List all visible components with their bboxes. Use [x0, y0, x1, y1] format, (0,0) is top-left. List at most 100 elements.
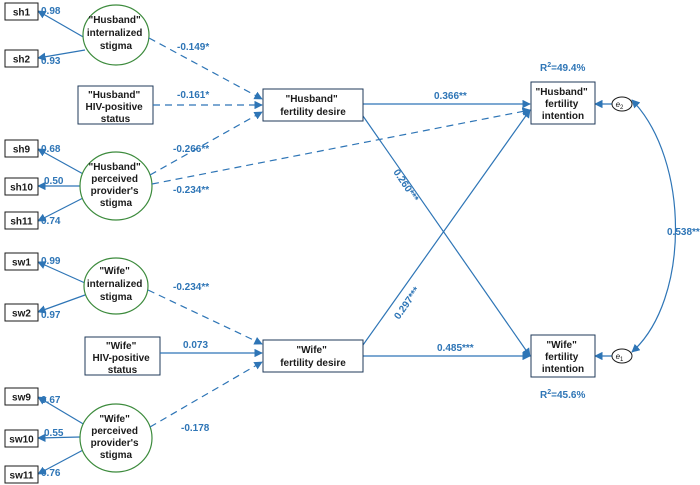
- indicator-label-sw1: sw1: [12, 258, 31, 269]
- latent-husband-internalized-stigma: [82, 4, 150, 66]
- coef-h-desire-to-h-intention: 0.366**: [434, 91, 467, 102]
- path-w-provider-to-w-desire: [149, 361, 263, 428]
- husband-internalized-stigma-measurement: sh1 sh2 0.98 0.93 "Husband" internalized…: [4, 2, 150, 68]
- indicator-label-sw10: sw10: [9, 435, 34, 446]
- indicator-box-sw11: [4, 465, 39, 484]
- latent-wife-internalized-stigma: [83, 257, 149, 315]
- loading-sw10: 0.55: [44, 428, 64, 439]
- latent-label-husband-internalized-stigma: "Husband" internalized stigma: [87, 15, 145, 52]
- coef-w-internalized-to-w-desire: -0.234**: [173, 282, 209, 293]
- path-w-desire-to-h-intention: [362, 109, 531, 346]
- indicator-label-sh9: sh9: [13, 145, 31, 156]
- coef-w-desire-to-w-intention: 0.485***: [437, 343, 474, 354]
- indicator-label-sh11: sh11: [10, 217, 33, 228]
- error-covariance-arc: [631, 99, 677, 353]
- structural-paths: [147, 37, 677, 428]
- indicator-label-sw9: sw9: [12, 393, 31, 404]
- indicator-box-sh11: [4, 211, 39, 230]
- husband-fertility-intention-group: "Husband" fertility intention: [530, 81, 596, 125]
- error-term-e2: e2: [611, 96, 633, 112]
- r-squared-husband-intention: R2=49.4%: [540, 62, 585, 74]
- latent-label-wife-internalized-stigma: "Wife" internalized stigma: [87, 266, 145, 303]
- loading-path-sh1: [37, 10, 86, 39]
- loading-path-sh11: [37, 196, 86, 222]
- error-ellipse-e2: [611, 96, 633, 112]
- loading-path-sw1: [37, 261, 86, 284]
- observed-label-husband-hiv-status: "Husband" HIV-positive status: [85, 90, 145, 125]
- latent-husband-provider-stigma: [79, 151, 153, 221]
- path-h-provider-to-h-desire: [149, 111, 263, 176]
- loading-path-sh9: [37, 148, 86, 176]
- indicator-label-sh10: sh10: [10, 183, 33, 194]
- coef-h-desire-to-w-intention: 0.260***: [391, 168, 421, 205]
- wife-hiv-status-group: "Wife" HIV-positive status: [84, 336, 161, 376]
- indicator-box-sh10: [4, 177, 39, 196]
- loading-path-sw10: [37, 433, 81, 443]
- indicator-box-sh2: [4, 49, 39, 68]
- loading-sh2: 0.93: [41, 56, 61, 67]
- observed-husband-fertility-intention: [530, 81, 596, 125]
- loading-sh10: 0.50: [44, 176, 64, 187]
- r-squared-wife-intention: R2=45.6%: [540, 389, 585, 401]
- indicator-box-sw2: [4, 303, 39, 322]
- observed-wife-hiv-status: [84, 336, 161, 376]
- loading-path-sw2: [37, 294, 86, 314]
- path-h-desire-to-w-intention: [362, 115, 531, 357]
- loading-sh9: 0.68: [41, 144, 61, 155]
- error-label-e1: e1: [616, 352, 624, 363]
- observed-husband-fertility-desire: [262, 88, 364, 122]
- observed-label-wife-hiv-status: "Wife" HIV-positive status: [92, 341, 152, 376]
- observed-label-husband-fertility-desire: "Husband" fertility desire: [280, 94, 346, 118]
- wife-internalized-stigma-measurement: sw1 sw2 0.99 0.97 "Wife" internalized st…: [4, 252, 149, 322]
- coef-w-desire-to-h-intention: 0.297***: [392, 285, 422, 321]
- indicator-box-sh9: [4, 139, 39, 158]
- observed-label-wife-fertility-intention: "Wife" fertility intention: [542, 340, 584, 375]
- path-w-internalized-to-w-desire: [147, 289, 263, 345]
- indicator-box-sh1: [4, 2, 39, 21]
- observed-wife-fertility-intention: [530, 334, 596, 378]
- coef-h-hiv-to-h-desire: -0.161*: [177, 90, 209, 101]
- indicator-label-sw11: sw11: [10, 471, 34, 482]
- loading-path-sw11: [37, 448, 86, 475]
- indicator-box-sw10: [4, 429, 39, 448]
- indicator-label-sw2: sw2: [12, 309, 31, 320]
- wife-fertility-intention-group: "Wife" fertility intention: [530, 334, 596, 378]
- wife-provider-stigma-measurement: sw9 sw10 sw11 0.67 0.55 0.76 "Wife" perc…: [4, 387, 153, 484]
- error-ellipse-e1: [611, 348, 633, 364]
- indicator-box-sw9: [4, 387, 39, 406]
- observed-label-husband-fertility-intention: "Husband" fertility intention: [535, 87, 590, 122]
- indicator-label-sh1: sh1: [13, 8, 31, 19]
- latent-label-husband-provider-stigma: "Husband" perceived provider's stigma: [88, 162, 143, 209]
- error-term-e1: e1: [611, 348, 633, 364]
- coef-w-provider-to-w-desire: -0.178: [181, 423, 210, 434]
- observed-husband-hiv-status: [77, 85, 154, 125]
- loading-sh11: 0.74: [41, 216, 61, 227]
- husband-hiv-status-group: "Husband" HIV-positive status: [77, 85, 154, 125]
- r-squared-labels: R2=49.4% R2=45.6%: [540, 62, 585, 401]
- loading-path-sw9: [37, 396, 86, 426]
- loading-sw11: 0.76: [41, 468, 61, 479]
- indicator-label-sh2: sh2: [13, 55, 31, 66]
- husband-provider-stigma-measurement: sh9 sh10 sh11 0.68 0.50 0.74 "Husband" p…: [4, 139, 153, 230]
- observed-wife-fertility-desire: [262, 339, 364, 373]
- latent-wife-provider-stigma: [79, 403, 153, 473]
- husband-fertility-desire-group: "Husband" fertility desire: [262, 88, 364, 122]
- coef-error-covariance: 0.538**: [667, 227, 700, 238]
- loading-sw2: 0.97: [41, 310, 61, 321]
- coef-h-provider-to-h-intention: -0.234**: [173, 185, 209, 196]
- latent-label-wife-provider-stigma: "Wife" perceived provider's stigma: [91, 414, 142, 461]
- path-h-provider-to-h-intention: [151, 107, 531, 185]
- wife-fertility-desire-group: "Wife" fertility desire: [262, 339, 364, 373]
- error-label-e2: e2: [616, 100, 624, 111]
- coef-h-internalized-to-h-desire: -0.149*: [177, 42, 209, 53]
- observed-label-wife-fertility-desire: "Wife" fertility desire: [280, 345, 346, 369]
- coef-h-provider-to-h-desire: -0.266**: [173, 144, 209, 155]
- loading-sh1: 0.98: [41, 6, 61, 17]
- indicator-box-sw1: [4, 252, 39, 271]
- loading-sw1: 0.99: [41, 256, 61, 267]
- loading-sw9: 0.67: [41, 395, 61, 406]
- coef-w-hiv-to-w-desire: 0.073: [183, 340, 208, 351]
- loading-path-sh2: [37, 49, 86, 61]
- path-h-internalized-to-h-desire: [148, 37, 263, 100]
